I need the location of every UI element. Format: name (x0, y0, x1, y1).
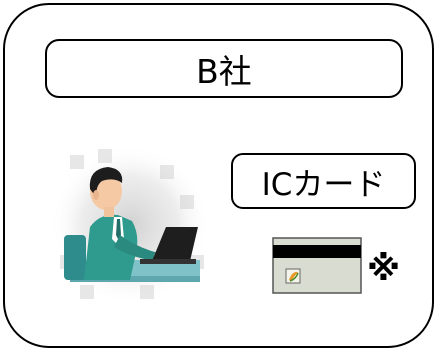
person-at-laptop-icon (50, 145, 210, 305)
ic-card-icon (272, 237, 362, 294)
company-label: B社 (45, 39, 403, 98)
note-mark: ※ (367, 249, 401, 289)
ic-card-label: ICカード (231, 153, 416, 209)
